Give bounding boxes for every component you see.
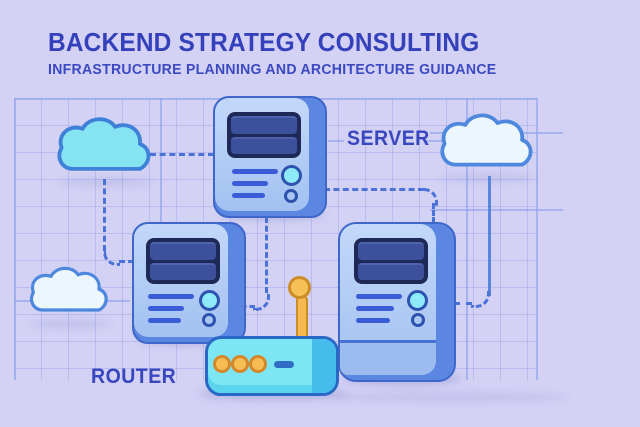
cloud-shadow xyxy=(30,320,112,328)
server-vent-line xyxy=(148,306,184,311)
server-vent-line xyxy=(232,181,268,186)
router-button-icon xyxy=(249,355,267,373)
connection-to-middle-server xyxy=(241,305,255,308)
server-vent-line xyxy=(232,169,278,174)
server-screen xyxy=(146,238,220,284)
server-vent-line xyxy=(148,318,181,323)
connection-cloud-to-middle-server xyxy=(103,179,106,251)
server-icon xyxy=(213,96,327,218)
grid-accent-line xyxy=(536,98,538,380)
connection-cloud-stem xyxy=(488,176,491,296)
page-subtitle: INFRASTRUCTURE PLANNING AND ARCHITECTURE… xyxy=(48,62,497,78)
grid-accent-line xyxy=(160,98,162,308)
connection-corner xyxy=(253,293,270,311)
server-vent-line xyxy=(356,294,402,299)
server-led-icon xyxy=(202,313,216,327)
server-screen-slab xyxy=(231,136,297,154)
grid-accent-line xyxy=(430,209,563,211)
grid-accent-line xyxy=(328,140,344,142)
server-led-icon xyxy=(407,290,428,311)
server-face xyxy=(134,224,228,337)
connection-corner xyxy=(103,251,120,266)
connection-cloud-to-middle-server xyxy=(119,260,134,263)
cloud-icon xyxy=(29,266,108,312)
server-vent-line xyxy=(148,294,194,299)
router-side-panel xyxy=(312,339,336,393)
server-led-icon xyxy=(284,189,298,203)
server-vent-line xyxy=(356,306,394,311)
server-vent-line xyxy=(232,193,265,198)
server-screen xyxy=(354,238,428,284)
connection-cloud-to-tower xyxy=(454,302,472,305)
server-led-icon xyxy=(281,165,302,186)
server-face xyxy=(340,224,436,375)
server-tower-icon xyxy=(338,222,456,382)
server-screen-slab xyxy=(358,242,424,260)
server-tower-base xyxy=(340,340,436,375)
cloud-icon xyxy=(440,113,533,167)
connection-top-server-to-tower xyxy=(324,188,424,191)
server-screen-slab xyxy=(358,262,424,280)
server-vent-line xyxy=(356,318,390,323)
cloud-icon xyxy=(57,117,151,171)
router-port-slot xyxy=(274,361,294,368)
router-button-icon xyxy=(213,355,231,373)
floor-shadow xyxy=(330,392,570,402)
server-screen-slab xyxy=(150,242,216,260)
server-screen-slab xyxy=(231,116,297,134)
connection-corner xyxy=(471,291,490,308)
server-screen-slab xyxy=(150,262,216,280)
server-label: SERVER xyxy=(347,127,430,150)
connection-corner xyxy=(424,188,438,206)
connection-top-server-to-tower xyxy=(432,203,435,223)
server-led-icon xyxy=(411,313,425,327)
server-led-icon xyxy=(199,290,220,311)
connection-top-server-down xyxy=(265,217,268,293)
server-screen xyxy=(227,112,301,158)
router-antenna-tip-icon xyxy=(288,276,311,299)
router-button-icon xyxy=(231,355,249,373)
connection-cloud-to-top-server xyxy=(150,153,214,156)
router-label: ROUTER xyxy=(91,365,177,388)
grid-accent-line xyxy=(14,98,16,380)
page-title: BACKEND STRATEGY CONSULTING xyxy=(48,27,480,57)
server-face xyxy=(215,98,309,211)
grid-accent-line xyxy=(466,98,468,380)
server-icon xyxy=(132,222,246,344)
